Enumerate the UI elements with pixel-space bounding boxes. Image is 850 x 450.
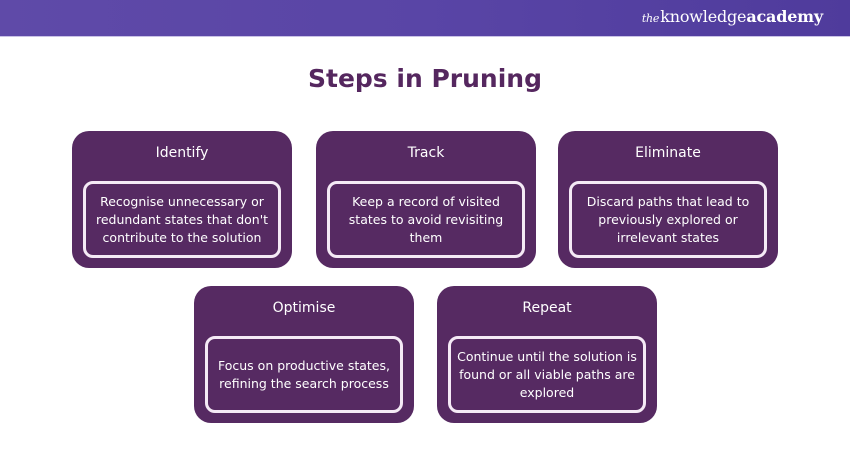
knowledge-academy-logo: theknowledgeacademy: [642, 7, 823, 26]
step-label: Optimise: [272, 300, 336, 316]
step-card-eliminate: Eliminate Discard paths that lead to pre…: [558, 131, 778, 268]
step-label: Eliminate: [635, 145, 701, 161]
step-description: Recognise unnecessary or redundant state…: [95, 193, 269, 245]
step-description: Focus on productive states, refining the…: [218, 357, 390, 391]
logo-prefix: the: [641, 12, 660, 25]
step-description-box: Focus on productive states, refining the…: [205, 336, 403, 413]
step-description: Keep a record of visited states to avoid…: [348, 193, 504, 245]
step-description-box: Recognise unnecessary or redundant state…: [83, 181, 281, 258]
step-card-identify: Identify Recognise unnecessary or redund…: [72, 131, 292, 268]
step-card-repeat: Repeat Continue until the solution is fo…: [437, 286, 657, 423]
step-card-track: Track Keep a record of visited states to…: [316, 131, 536, 268]
page-title: Steps in Pruning: [308, 64, 542, 93]
step-description: Discard paths that lead to previously ex…: [586, 193, 750, 245]
step-description-box: Continue until the solution is found or …: [448, 336, 646, 413]
step-description: Continue until the solution is found or …: [457, 348, 637, 400]
step-description-box: Keep a record of visited states to avoid…: [327, 181, 525, 258]
step-description-box: Discard paths that lead to previously ex…: [569, 181, 767, 258]
step-card-optimise: Optimise Focus on productive states, ref…: [194, 286, 414, 423]
header-banner: theknowledgeacademy: [0, 0, 850, 37]
step-label: Identify: [155, 145, 209, 161]
step-label: Track: [407, 145, 445, 161]
logo-word-academy: academy: [746, 7, 823, 26]
logo-word-knowledge: knowledge: [660, 7, 747, 26]
step-label: Repeat: [522, 300, 572, 316]
